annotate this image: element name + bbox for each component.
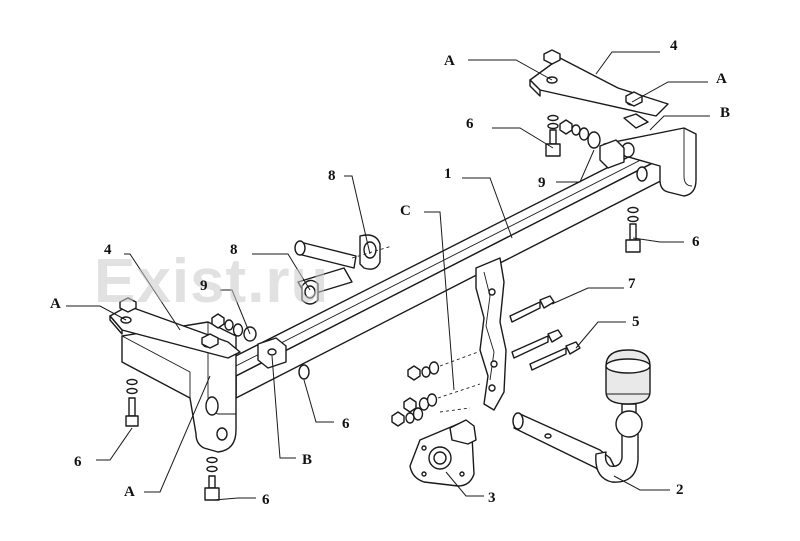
label-c: C: [400, 203, 411, 219]
label-b-bottom: B: [302, 452, 312, 468]
right-lower-bolt: [625, 206, 641, 253]
label-5: 5: [632, 314, 640, 330]
label-a-top-left: A: [444, 53, 455, 69]
tow-ball: [512, 349, 651, 483]
long-bolts: [509, 295, 581, 371]
label-6-top-left: 6: [466, 116, 474, 132]
part-labels: 4 A A B 6 9 1 C 8 8 4 A 9 6 7 5 6 6 B A …: [50, 38, 730, 508]
right-upper-bolt: [545, 114, 561, 157]
spacer-sleeves: [294, 234, 393, 305]
label-4-top: 4: [670, 38, 678, 54]
center-fasteners: [391, 351, 481, 427]
label-6-right: 6: [692, 234, 700, 250]
label-6-left: 6: [74, 454, 82, 470]
label-8-top: 8: [328, 168, 336, 184]
label-4-left: 4: [104, 242, 112, 258]
label-7: 7: [628, 276, 636, 292]
label-9-right: 9: [538, 175, 546, 191]
label-6-bottom: 6: [262, 492, 270, 508]
left-bolt: [125, 378, 139, 427]
label-a-left: A: [50, 296, 61, 312]
right-side-bracket: [603, 127, 697, 197]
bottom-bolt: [204, 456, 220, 501]
right-bracket-fasteners: [559, 119, 648, 182]
label-a-bottom: A: [124, 484, 135, 500]
label-6-mid: 6: [342, 416, 350, 432]
label-9-left: 9: [200, 278, 208, 294]
socket-plate: [409, 419, 477, 487]
left-side-bracket: [121, 321, 237, 453]
label-3: 3: [488, 490, 496, 506]
center-bracket: [475, 257, 507, 411]
leader-lines: [66, 51, 710, 501]
label-a-top-right: A: [716, 71, 727, 87]
label-2: 2: [676, 482, 684, 498]
label-b-right: B: [720, 105, 730, 121]
watermark: Exist.ru: [94, 247, 329, 316]
label-1: 1: [444, 166, 452, 182]
label-8-mid: 8: [230, 242, 238, 258]
left-mounting-plate: [109, 297, 241, 359]
